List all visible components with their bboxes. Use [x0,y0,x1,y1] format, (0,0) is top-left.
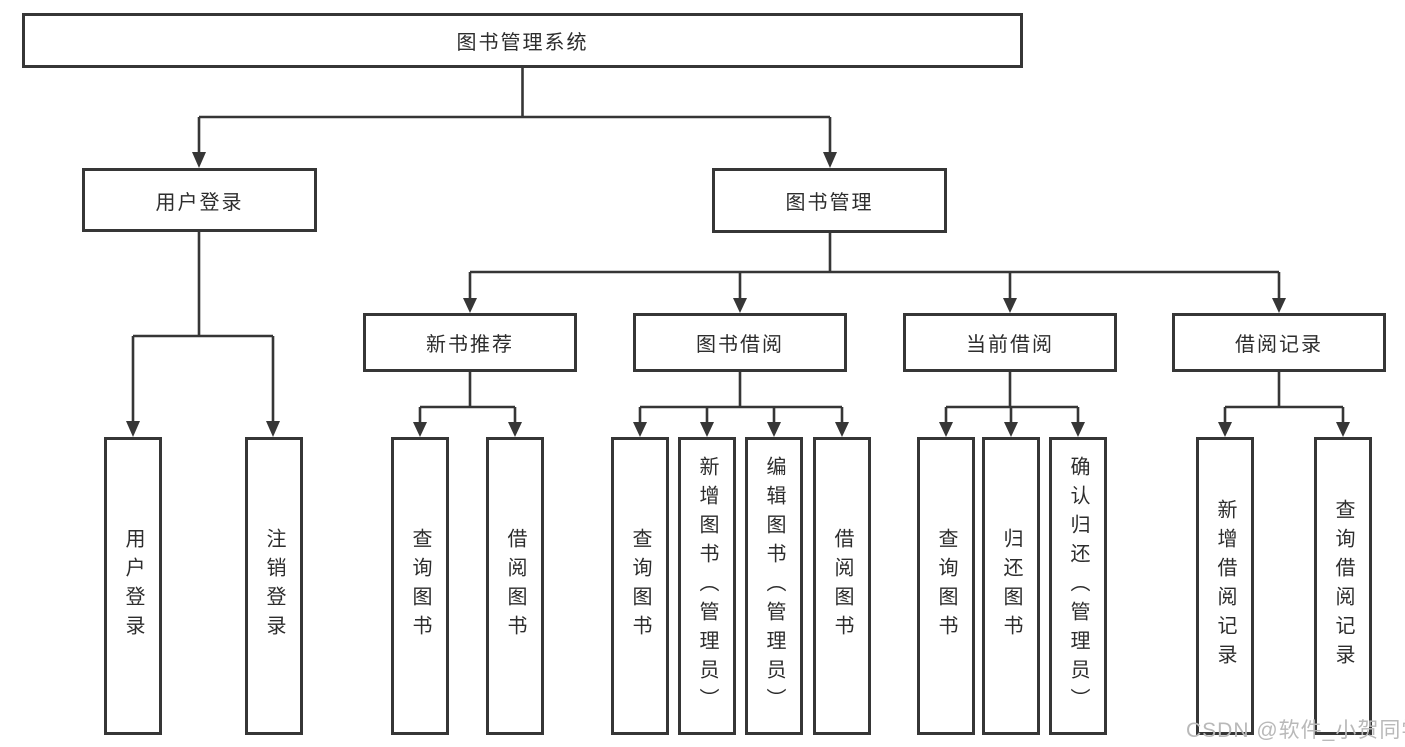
leaf-recommend-query-books: 查询图书 [391,437,449,735]
leaf-records-add-record: 新增借阅记录 [1196,437,1254,735]
node-book-borrow-label: 图书借阅 [696,334,784,356]
node-user-login-label: 用户登录 [155,191,244,214]
leaf-recommend-query-books-label: 查询图书 [409,528,431,644]
node-book-management-label: 图书管理 [785,192,874,214]
leaf-user-login: 用户登录 [104,437,162,735]
leaf-borrow-add-book-admin: 新增图书（管理员） [678,437,736,735]
leaf-borrow-edit-book-admin-label: 编辑图书（管理员） [763,455,785,717]
leaf-current-query-books-label: 查询图书 [935,528,957,644]
leaf-logout-label: 注销登录 [263,528,285,644]
leaf-borrow-edit-book-admin: 编辑图书（管理员） [745,437,803,735]
leaf-borrow-query-books: 查询图书 [611,437,669,735]
leaf-current-return-book: 归还图书 [982,437,1040,735]
node-new-book-recommend: 新书推荐 [363,313,577,372]
node-borrow-records-label: 借阅记录 [1235,334,1323,356]
node-root: 图书管理系统 [22,13,1023,68]
leaf-records-add-record-label: 新增借阅记录 [1214,499,1236,673]
node-root-label: 图书管理系统 [456,32,589,54]
leaf-borrow-query-books-label: 查询图书 [629,528,651,644]
leaf-current-confirm-return-admin-label: 确认归还（管理员） [1067,455,1089,717]
csdn-watermark: CSDN @软件_小贺同学 [1186,719,1405,742]
node-new-book-recommend-label: 新书推荐 [426,334,514,356]
leaf-current-confirm-return-admin: 确认归还（管理员） [1049,437,1107,735]
arrowheads [126,152,1350,437]
node-borrow-records: 借阅记录 [1172,313,1386,372]
node-current-borrow: 当前借阅 [903,313,1117,372]
leaf-recommend-borrow-books-label: 借阅图书 [504,528,526,644]
node-user-login: 用户登录 [82,168,317,232]
leaf-borrow-borrow-books: 借阅图书 [813,437,871,735]
leaf-recommend-borrow-books: 借阅图书 [486,437,544,735]
leaf-borrow-add-book-admin-label: 新增图书（管理员） [696,455,718,717]
leaf-logout: 注销登录 [245,437,303,735]
leaf-current-query-books: 查询图书 [917,437,975,735]
node-book-borrow: 图书借阅 [633,313,847,372]
leaf-user-login-label: 用户登录 [122,528,144,644]
leaf-current-return-book-label: 归还图书 [1000,528,1022,644]
node-book-management: 图书管理 [712,168,947,233]
leaf-records-query-record: 查询借阅记录 [1314,437,1372,735]
leaf-records-query-record-label: 查询借阅记录 [1332,499,1354,673]
leaf-borrow-borrow-books-label: 借阅图书 [831,528,853,644]
node-current-borrow-label: 当前借阅 [966,334,1054,356]
